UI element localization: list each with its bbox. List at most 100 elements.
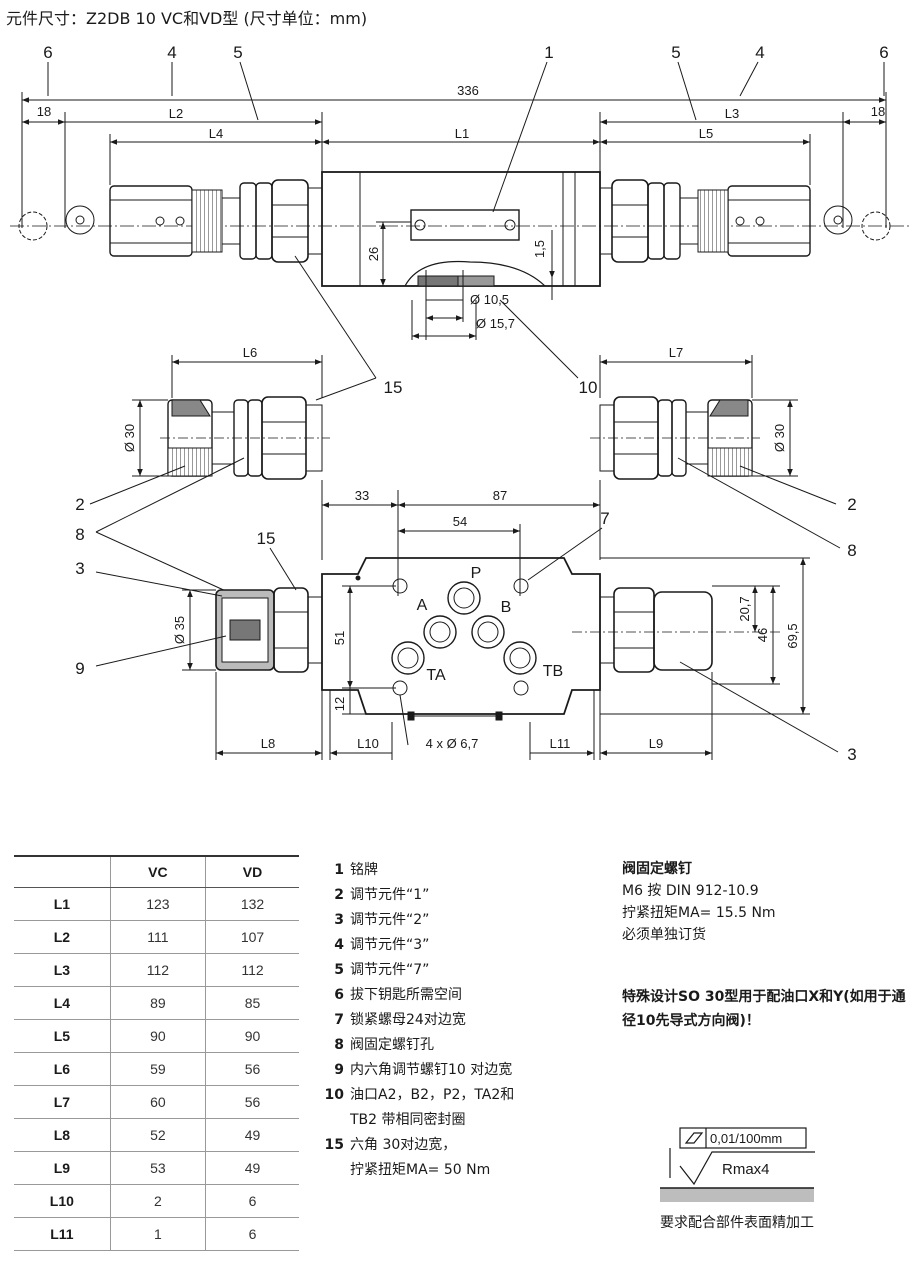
dim-d30-right: Ø 30	[772, 424, 787, 452]
table-cell: 59	[109, 1052, 206, 1086]
callout-10: 10	[579, 378, 598, 397]
table-cell: 49	[205, 1151, 299, 1185]
table-cell: 6	[205, 1217, 299, 1251]
table-cell: 132	[205, 887, 299, 921]
table-row-label: L10	[14, 1184, 111, 1218]
callout-2: 2	[75, 495, 84, 514]
dim-L1: L1	[455, 126, 469, 141]
table-row-label: L6	[14, 1052, 111, 1086]
callout-9: 9	[75, 659, 84, 678]
table-row-label: L11	[14, 1217, 111, 1251]
dim-d30-left: Ø 30	[122, 424, 137, 452]
legend-item: 9 内六角调节螺钉10 对边宽	[316, 1058, 616, 1083]
legend-item-number: 6	[334, 987, 344, 1003]
table-cell: 60	[109, 1085, 206, 1119]
legend-item-number: 4	[334, 937, 344, 953]
dim-L9: L9	[649, 736, 663, 751]
dim-L6: L6	[243, 345, 257, 360]
dim-d15-7: Ø 15,7	[476, 316, 515, 331]
legend-item-number: 2	[334, 887, 344, 903]
special-design-note: 特殊设计SO 30型用于配油口X和Y(如用于通径10先导式方向阀)！	[622, 989, 906, 1029]
table-cell: 56	[205, 1052, 299, 1086]
table-cell: 1	[109, 1217, 206, 1251]
legend-item-text: 铭牌	[350, 862, 378, 878]
dim-18-right: 18	[871, 104, 885, 119]
table-header-row: VC VD	[14, 855, 299, 888]
legend-item: 15 六角 30对边宽， 拧紧扭矩MA= 50 Nm	[316, 1133, 616, 1183]
dim-46: 46	[755, 628, 770, 642]
legend-item-number: 10	[324, 1087, 344, 1103]
flatness-tolerance: 0,01/100mm	[710, 1131, 782, 1146]
table-cell: 85	[205, 986, 299, 1020]
legend-item-text: 拔下钥匙所需空间	[350, 987, 462, 1003]
table-row-label: L9	[14, 1151, 111, 1185]
table-cell: 90	[205, 1019, 299, 1053]
table-cell: 90	[109, 1019, 206, 1053]
table-cell: 56	[205, 1085, 299, 1119]
callout-5: 5	[233, 43, 242, 62]
dim-d35: Ø 35	[172, 616, 187, 644]
table-cell: 111	[109, 920, 206, 954]
roughness-icon	[679, 1151, 815, 1186]
callout-6: 6	[43, 43, 52, 62]
callout-6: 6	[879, 43, 888, 62]
port-P: P	[471, 565, 482, 582]
port-TA: TA	[426, 667, 446, 684]
table-cell: 6	[205, 1184, 299, 1218]
screw-note-line: 拧紧扭矩MA= 15.5 Nm	[622, 905, 776, 921]
dim-87: 87	[493, 488, 507, 503]
dimension-drawing: 6 4 5 1 5 4 6 15 10 2 2 8 8 7 15 3 9 3 3…	[10, 43, 910, 764]
legend-item: 3 调节元件“2”	[316, 908, 616, 933]
screw-note-line: M6 按 DIN 912-10.9	[622, 883, 759, 899]
callout-8: 8	[847, 541, 856, 560]
legend-item: 6 拔下钥匙所需空间	[316, 983, 616, 1008]
table-cell: 123	[109, 887, 206, 921]
legend-item-text: 内六角调节螺钉10 对边宽	[350, 1062, 513, 1078]
port-A: A	[417, 597, 428, 614]
flatness-icon	[684, 1132, 704, 1144]
legend-item-number: 9	[334, 1062, 344, 1078]
surface-caption: 要求配合部件表面精加工	[660, 1215, 814, 1231]
callout-4: 4	[167, 43, 176, 62]
dim-1-5: 1,5	[532, 240, 547, 258]
table-cell: 112	[109, 953, 206, 987]
legend-item-text: 调节元件“2”	[350, 912, 430, 928]
callout-4: 4	[755, 43, 764, 62]
port-TB: TB	[543, 663, 563, 680]
legend-item-number: 5	[334, 962, 344, 978]
legend-item-number: 15	[324, 1137, 344, 1153]
legend-item-number: 8	[334, 1037, 344, 1053]
surface-hatch	[660, 1188, 814, 1202]
legend-item-text: 锁紧螺母24对边宽	[350, 1012, 466, 1028]
dim-336: 336	[457, 83, 479, 98]
legend-item-text: 六角 30对边宽， 拧紧扭矩MA= 50 Nm	[350, 1137, 491, 1178]
dim-L4: L4	[209, 126, 223, 141]
legend-item: 4 调节元件“3”	[316, 933, 616, 958]
callout-5: 5	[671, 43, 680, 62]
table-cell: 107	[205, 920, 299, 954]
callout-2: 2	[847, 495, 856, 514]
dim-54: 54	[453, 514, 467, 529]
table-cell: 112	[205, 953, 299, 987]
port-B: B	[501, 599, 512, 616]
roughness-value: Rmax4	[722, 1161, 770, 1178]
dim-12: 12	[332, 697, 347, 711]
legend-item-number: 3	[334, 912, 344, 928]
table-row-label: L5	[14, 1019, 111, 1053]
table-cell: 52	[109, 1118, 206, 1152]
callout-1: 1	[544, 43, 553, 62]
legend-item-text: 调节元件“3”	[350, 937, 430, 953]
